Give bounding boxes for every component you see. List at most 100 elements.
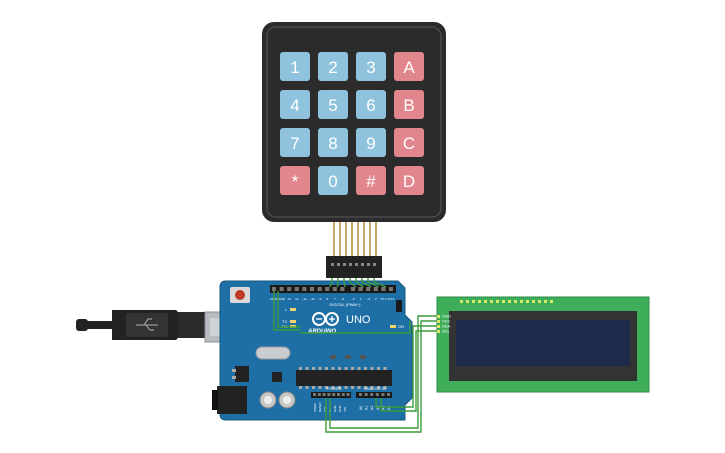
- keypad-key-3[interactable]: 3: [356, 52, 386, 81]
- keypad-key-label: 1: [290, 58, 299, 77]
- digital-pin[interactable]: [358, 287, 363, 291]
- keypad-key-face: [394, 128, 424, 157]
- keypad-key-C[interactable]: C: [394, 128, 424, 157]
- keypad-key-4[interactable]: 4: [280, 90, 310, 119]
- digital-pin-label: 7: [334, 297, 336, 301]
- power-pin-label: RESET: [318, 402, 322, 412]
- keypad-key-face: [356, 52, 386, 81]
- keypad-key-face: [318, 90, 348, 119]
- keypad-key-D[interactable]: D: [394, 166, 424, 195]
- keypad-key-8[interactable]: 8: [318, 128, 348, 157]
- digital-pin[interactable]: [310, 287, 314, 291]
- digital-pin[interactable]: [351, 287, 355, 291]
- lcd-pin[interactable]: [437, 315, 440, 318]
- digital-pin[interactable]: [389, 287, 393, 291]
- wires: [273, 278, 437, 433]
- digital-pin[interactable]: [373, 287, 378, 291]
- led-l-label: L: [285, 307, 288, 312]
- analog-pin-label: A2: [370, 406, 374, 410]
- keypad-key-B[interactable]: B: [394, 90, 424, 119]
- digital-pin-label: 2: [375, 297, 377, 301]
- digital-pin-label: GND: [278, 297, 286, 301]
- keypad-bezel: [266, 26, 442, 218]
- arduino-logo-icon: [312, 312, 339, 326]
- led-on: [390, 325, 396, 328]
- digital-pin[interactable]: [317, 287, 322, 291]
- lcd-pin-label: SCL: [442, 329, 451, 334]
- digital-pin-label: ~5: [351, 297, 355, 301]
- power-pin-label: VIN: [343, 407, 347, 412]
- lcd-pin[interactable]: [437, 325, 440, 328]
- power-jack: [217, 386, 247, 414]
- keypad-key-face: [394, 90, 424, 119]
- analog-pin-label: A5: [387, 406, 391, 410]
- digital-pin-label: RX 0: [388, 297, 395, 301]
- digital-pin[interactable]: [332, 287, 337, 291]
- lcd-pin-label: SDA: [442, 324, 451, 329]
- digital-pin[interactable]: [287, 287, 292, 291]
- keypad-key-5[interactable]: 5: [318, 90, 348, 119]
- crystal-oscillator: [255, 346, 291, 360]
- digital-pin[interactable]: [294, 287, 299, 291]
- digital-pin[interactable]: [366, 287, 371, 291]
- led-l: [290, 308, 296, 311]
- keypad-key-0[interactable]: 0: [318, 166, 348, 195]
- led-tx: [290, 320, 296, 323]
- keypad-key-face: [318, 52, 348, 81]
- wire-vcc: [325, 320, 437, 433]
- keypad-key-face: [318, 166, 348, 195]
- keypad-key-*[interactable]: *: [280, 166, 310, 195]
- power-header: [311, 392, 351, 398]
- analog-header-label: ANALOG IN: [364, 386, 386, 391]
- analog-pin-label: A3: [376, 406, 380, 410]
- wire-left-2: [277, 291, 300, 328]
- keypad-key-#[interactable]: #: [356, 166, 386, 195]
- wire-left-1: [273, 291, 300, 331]
- digital-pin-label: ~9: [318, 297, 322, 301]
- digital-pin[interactable]: [381, 287, 386, 291]
- led-on-label: ON: [398, 324, 404, 329]
- digital-pin-label: 13: [288, 297, 292, 301]
- power-pin-label: GND: [333, 405, 337, 413]
- keypad-key-6[interactable]: 6: [356, 90, 386, 119]
- keypad-key-A[interactable]: A: [394, 52, 424, 81]
- digital-pin-label: 8: [326, 297, 328, 301]
- lcd-pin[interactable]: [437, 320, 440, 323]
- keypad-key-9[interactable]: 9: [356, 128, 386, 157]
- digital-pin[interactable]: [272, 287, 276, 291]
- keypad-key-face: [356, 90, 386, 119]
- keypad-key-label: 0: [328, 172, 337, 191]
- keypad-key-label: 8: [328, 134, 337, 153]
- led-tx-label: TX: [282, 319, 287, 324]
- keypad-key-label: B: [403, 96, 414, 115]
- analog-pin-label: A0: [359, 406, 363, 410]
- digital-pin-label: 12: [295, 297, 299, 301]
- keypad-key-face: [280, 128, 310, 157]
- keypad-key-label: 6: [366, 96, 375, 115]
- digital-pin[interactable]: [325, 287, 330, 291]
- analog-pin-label: A4: [381, 406, 385, 410]
- digital-pin[interactable]: [279, 287, 284, 291]
- digital-pin[interactable]: [340, 287, 345, 291]
- power-pin-label: 3V3: [323, 406, 327, 412]
- keypad-key-label: 9: [366, 134, 375, 153]
- lcd-pin[interactable]: [437, 330, 440, 333]
- usb-symbol-icon: [136, 318, 158, 331]
- digital-pin-label: 4: [360, 297, 362, 301]
- lcd-pin-label: GND: [442, 314, 451, 319]
- digital-pin-label: ~10: [309, 297, 314, 301]
- digital-pin[interactable]: [302, 287, 307, 291]
- keypad-key-face: [280, 166, 310, 195]
- keypad-key-label: A: [403, 58, 415, 77]
- keypad-key-7[interactable]: 7: [280, 128, 310, 157]
- keypad-key-label: D: [403, 172, 415, 191]
- digital-pin-label: ~3: [366, 297, 370, 301]
- lcd-pin-label: VCC: [442, 319, 451, 324]
- keypad-key-1[interactable]: 1: [280, 52, 310, 81]
- keypad-key-face: [280, 90, 310, 119]
- keypad-key-2[interactable]: 2: [318, 52, 348, 81]
